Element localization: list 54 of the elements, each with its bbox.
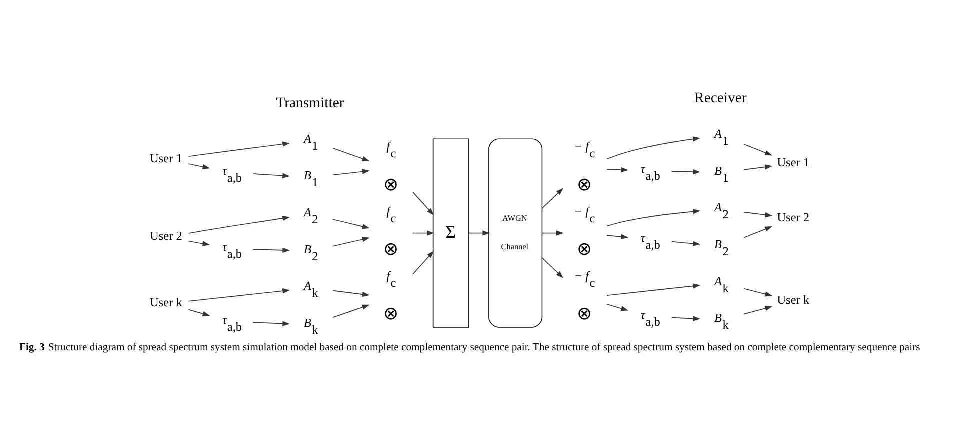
arrow — [743, 226, 773, 238]
node-text: User 2 — [777, 210, 810, 224]
arrow — [743, 164, 773, 170]
arrow — [252, 248, 290, 253]
arrow — [412, 230, 434, 236]
node-text: ⊗ — [577, 239, 592, 260]
arrow — [671, 169, 701, 175]
node-text: User k — [150, 296, 182, 310]
arrow — [743, 144, 773, 156]
arrow — [332, 219, 370, 230]
node-text: User 1 — [150, 151, 182, 166]
arrow — [671, 241, 701, 246]
arrow — [542, 230, 564, 236]
arrow — [606, 136, 701, 160]
node-text: ⊗ — [577, 174, 592, 194]
arrow — [332, 148, 370, 162]
arrow — [332, 169, 370, 176]
arrow — [606, 234, 629, 240]
node-text: ⊗ — [383, 304, 398, 324]
arrow — [332, 290, 370, 298]
caption: Fig. 3 Structure diagram of spread spectrum system simulation model based on complete complementary sequence pair. The structure of spread spectrum system based on complete complementary sequence pairs — [19, 342, 920, 354]
arrow — [743, 306, 773, 315]
arrow — [671, 316, 701, 322]
arrow — [188, 216, 290, 234]
arrow — [743, 288, 773, 297]
arrow — [606, 304, 629, 312]
node-box: AWGN Channel — [488, 138, 543, 328]
node-text: User k — [777, 293, 810, 308]
arrow — [188, 288, 290, 302]
arrow — [606, 167, 629, 173]
node-text: ⊗ — [383, 239, 398, 260]
arrow — [252, 321, 290, 326]
arrow — [188, 240, 210, 246]
arrow — [542, 188, 564, 209]
arrow — [412, 192, 434, 216]
arrow — [188, 164, 210, 170]
arrow — [188, 142, 290, 158]
node-text: User 2 — [150, 229, 182, 244]
arrow — [188, 309, 210, 316]
node-text: ⊗ — [383, 174, 398, 194]
arrow — [743, 212, 773, 218]
arrow — [332, 237, 370, 247]
node-box: Σ — [432, 138, 469, 328]
arrow — [606, 284, 701, 296]
label: Receiver — [694, 90, 747, 107]
arrow — [412, 251, 434, 275]
arrow — [252, 173, 290, 178]
arrow — [606, 209, 701, 227]
node-text: User 1 — [777, 156, 810, 170]
arrow — [468, 230, 490, 236]
arrow — [332, 304, 370, 318]
node-text: ⊗ — [577, 304, 592, 324]
arrow — [542, 258, 564, 278]
label: Transmitter — [276, 96, 344, 112]
